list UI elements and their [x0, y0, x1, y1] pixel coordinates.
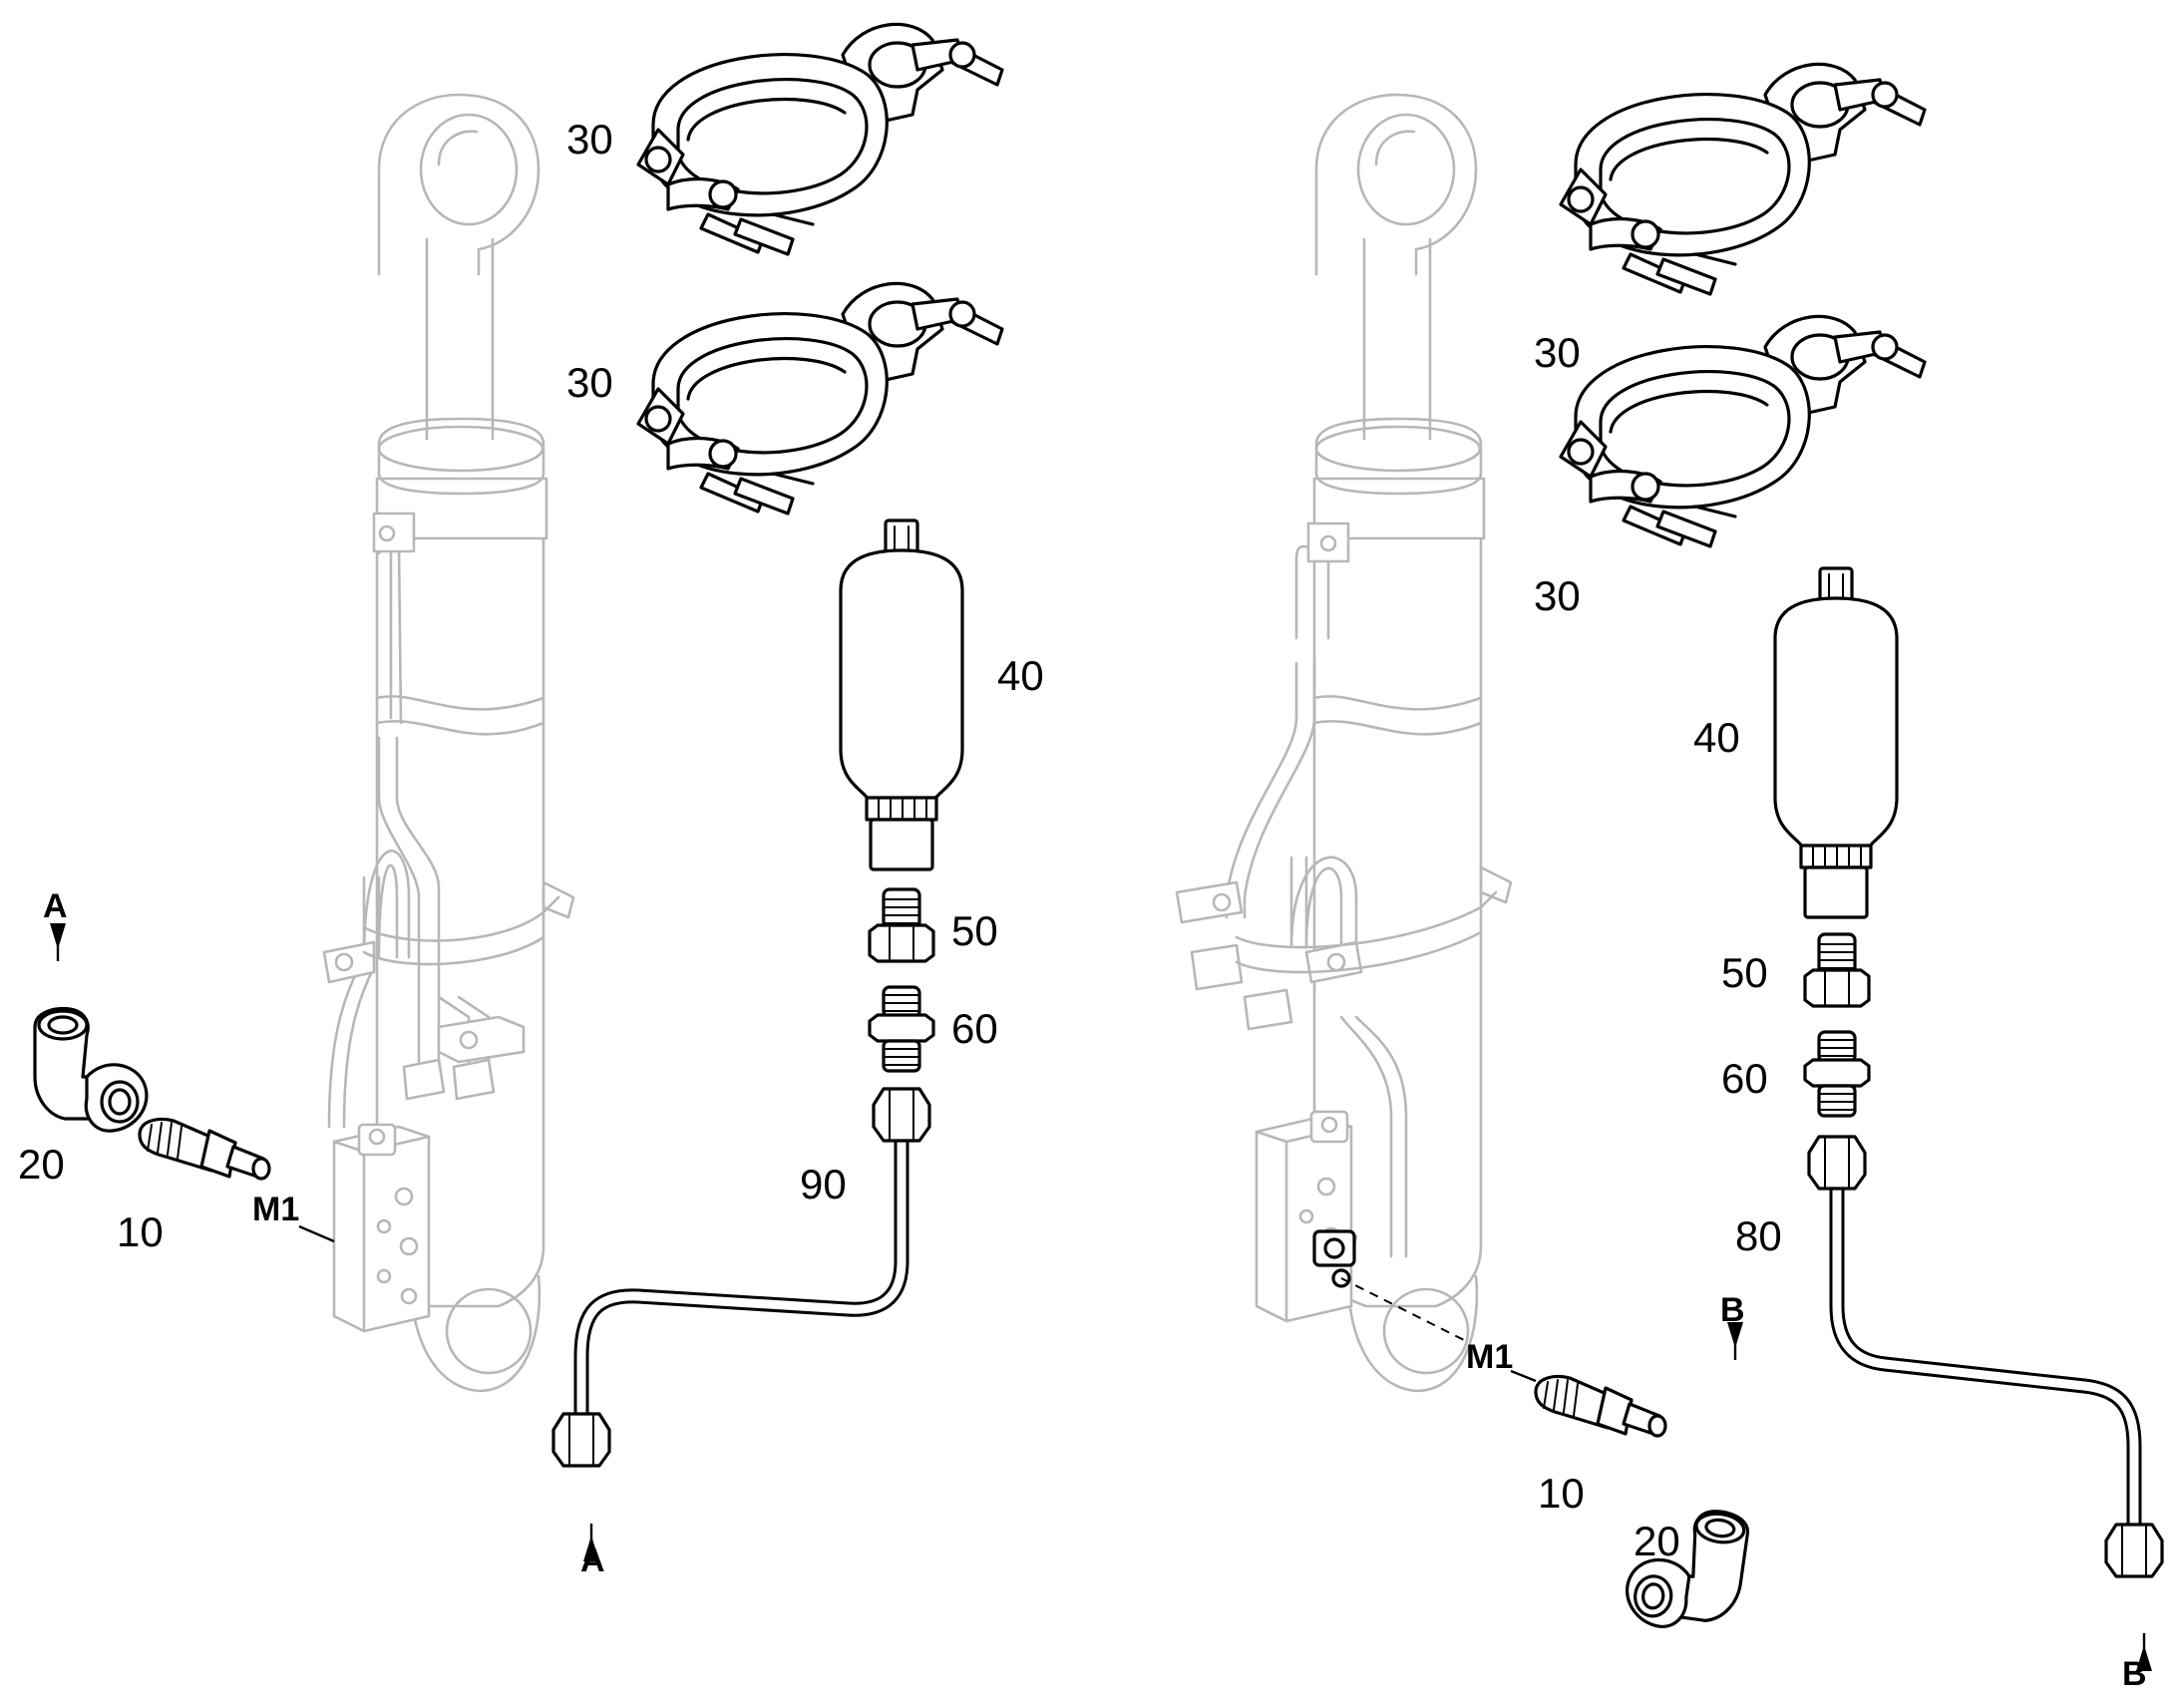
left-elbow-20-label: 20 — [18, 1141, 65, 1188]
right-pipe-80-label: 80 — [1735, 1212, 1782, 1259]
right-connector-10 — [1534, 1374, 1667, 1438]
right-accumulator — [1773, 566, 1899, 919]
left-accumulator — [839, 518, 964, 871]
left-clamp-lower — [636, 281, 1004, 515]
left-flow-label-top: A — [43, 887, 68, 925]
right-clamp-upper — [1559, 62, 1927, 296]
right-accumulator-label: 40 — [1693, 714, 1740, 761]
left-accumulator-label: 40 — [997, 652, 1044, 699]
right-connector-10-label: 10 — [1538, 1470, 1585, 1517]
left-flow-label-bottom: A — [580, 1541, 605, 1579]
left-connector-10 — [138, 1117, 271, 1181]
left-clamp-lower-label: 30 — [566, 359, 613, 406]
right-test-port-fitting — [1312, 1229, 1356, 1288]
left-flow-arrow-up — [48, 921, 68, 963]
right-clamp-lower — [1559, 314, 1927, 548]
left-cylinder-ghost — [322, 93, 575, 1393]
right-cylinder-ghost — [1175, 93, 1513, 1393]
left-test-port-leader — [298, 1224, 335, 1243]
right-flow-label-bottom: B — [2122, 1655, 2147, 1693]
right-clamp-lower-label: 30 — [1534, 572, 1581, 619]
right-adapter-50 — [1803, 932, 1871, 1008]
left-clamp-upper — [636, 22, 1004, 256]
left-adapter-60 — [868, 985, 935, 1073]
left-pipe-90 — [551, 1087, 931, 1468]
left-adapter-50-label: 50 — [951, 907, 998, 954]
right-test-port-label: M1 — [1466, 1338, 1513, 1376]
left-test-port-label: M1 — [252, 1191, 299, 1228]
left-connector-10-label: 10 — [117, 1208, 164, 1255]
right-adapter-60 — [1803, 1030, 1871, 1118]
left-adapter-50 — [868, 887, 935, 963]
right-adapter-60-label: 60 — [1721, 1055, 1768, 1102]
left-elbow-20 — [33, 1006, 149, 1133]
right-test-port-dashed-line — [1340, 1277, 1467, 1342]
right-flow-label-top: B — [1720, 1291, 1745, 1329]
right-pipe-80 — [1807, 1135, 2164, 1578]
right-elbow-20-label: 20 — [1634, 1518, 1680, 1564]
right-test-port-leader — [1510, 1369, 1537, 1383]
left-pipe-90-label: 90 — [800, 1161, 847, 1207]
left-adapter-60-label: 60 — [951, 1005, 998, 1052]
right-clamp-upper-label: 30 — [1534, 329, 1581, 376]
right-adapter-50-label: 50 — [1721, 949, 1768, 996]
left-clamp-upper-label: 30 — [566, 116, 613, 163]
